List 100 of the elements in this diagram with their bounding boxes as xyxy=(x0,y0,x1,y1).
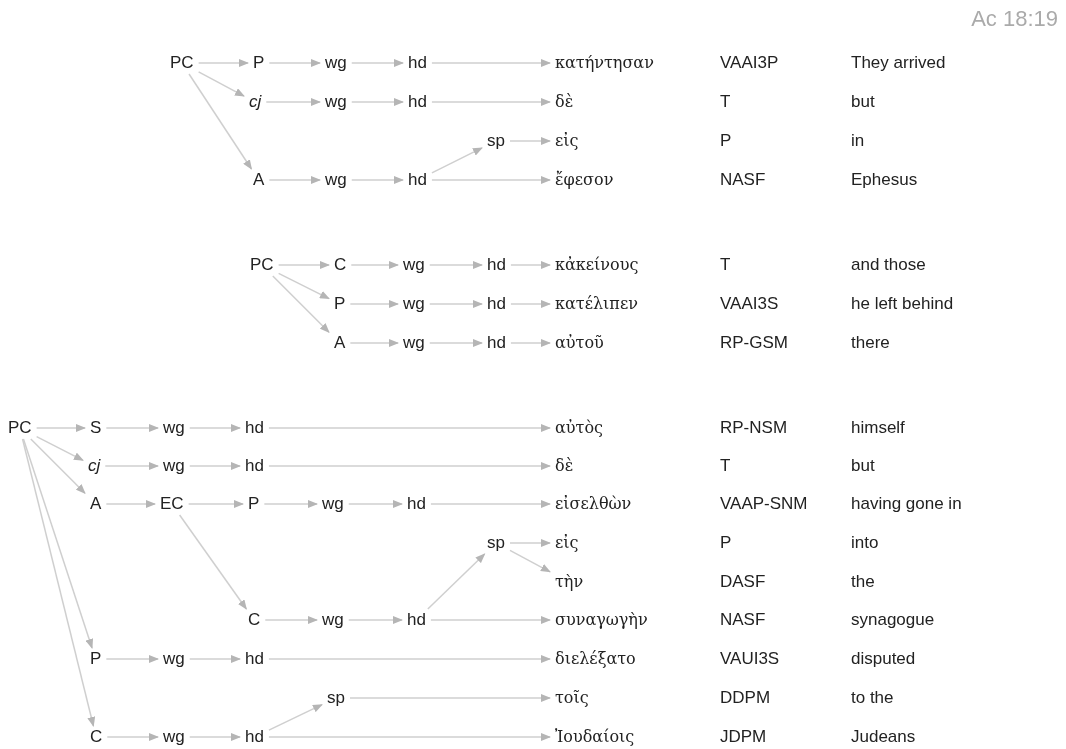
arrow xyxy=(431,98,551,106)
arrow xyxy=(264,616,318,624)
arrow xyxy=(104,462,159,470)
arrow xyxy=(197,59,249,67)
syntax-label: hd xyxy=(407,494,426,514)
gloss-text: into xyxy=(851,533,879,553)
morphology-tag: P xyxy=(720,131,732,151)
syntax-label: wg xyxy=(163,727,185,747)
arrow xyxy=(348,616,403,624)
syntax-label: hd xyxy=(408,170,427,190)
syntax-label: cj xyxy=(88,456,101,476)
arrow xyxy=(431,147,483,174)
arrow xyxy=(272,275,330,334)
greek-word: εἰς xyxy=(555,131,579,151)
syntax-label: cj xyxy=(249,92,262,112)
gloss-text: the xyxy=(851,572,875,592)
greek-word: διελέξατο xyxy=(555,649,636,669)
greek-word: αὐτοῦ xyxy=(555,333,604,353)
arrow xyxy=(189,733,241,741)
verse-reference: Ac 18:19 xyxy=(971,6,1058,32)
arrow xyxy=(268,176,321,184)
arrow xyxy=(189,462,241,470)
gloss-text: having gone in xyxy=(851,494,962,514)
arrow xyxy=(429,300,483,308)
syntax-label: hd xyxy=(245,727,264,747)
arrow xyxy=(268,703,323,731)
arrow xyxy=(178,514,248,610)
greek-word: συναγωγὴν xyxy=(555,610,648,630)
syntax-label: wg xyxy=(403,255,425,275)
arrow xyxy=(510,339,551,347)
arrow xyxy=(268,462,551,470)
arrow xyxy=(429,261,483,269)
arrow xyxy=(35,424,86,432)
arrow xyxy=(188,73,253,170)
arrow xyxy=(105,500,156,508)
gloss-text: synagogue xyxy=(851,610,935,630)
arrow xyxy=(351,59,404,67)
arrow xyxy=(350,261,399,269)
arrow xyxy=(349,339,399,347)
syntax-label: wg xyxy=(322,494,344,514)
arrow xyxy=(509,539,551,547)
morphology-tag: DASF xyxy=(720,572,766,592)
syntax-label: hd xyxy=(408,53,427,73)
arrow xyxy=(430,500,551,508)
greek-word: κατέλιπεν xyxy=(555,294,638,314)
gloss-text: to the xyxy=(851,688,894,708)
syntax-label: wg xyxy=(403,294,425,314)
syntax-label: C xyxy=(248,610,261,630)
morphology-tag: DDPM xyxy=(720,688,771,708)
gloss-text: but xyxy=(851,456,875,476)
gloss-text: but xyxy=(851,92,875,112)
arrow xyxy=(268,733,551,741)
morphology-tag: NASF xyxy=(720,170,766,190)
gloss-text: in xyxy=(851,131,865,151)
syntax-label: C xyxy=(90,727,103,747)
syntax-label: PC xyxy=(250,255,274,275)
morphology-tag: VAAI3P xyxy=(720,53,779,73)
syntax-label: P xyxy=(248,494,260,514)
arrow xyxy=(277,261,330,269)
greek-word: κἀκείνους xyxy=(555,255,639,275)
arrow xyxy=(431,176,551,184)
syntax-label: hd xyxy=(487,333,506,353)
syntax-label: P xyxy=(253,53,265,73)
arrow xyxy=(349,694,551,702)
syntax-label: S xyxy=(90,418,102,438)
arrow xyxy=(30,438,86,495)
arrow xyxy=(268,59,321,67)
arrow xyxy=(348,500,403,508)
greek-word: τοῖς xyxy=(555,688,589,708)
gloss-text: himself xyxy=(851,418,905,438)
morphology-tag: T xyxy=(720,456,731,476)
syntax-label: hd xyxy=(407,610,426,630)
gloss-text: Ephesus xyxy=(851,170,918,190)
arrow xyxy=(187,500,244,508)
arrow xyxy=(105,424,159,432)
arrow xyxy=(189,424,241,432)
syntax-label: hd xyxy=(487,255,506,275)
syntax-label: C xyxy=(334,255,347,275)
arrow xyxy=(265,98,321,106)
arrow xyxy=(197,71,245,97)
greek-word: εἰς xyxy=(555,533,579,553)
greek-word: αὐτὸς xyxy=(555,418,603,438)
greek-word: τὴν xyxy=(555,572,584,592)
syntax-label: PC xyxy=(170,53,194,73)
gloss-text: he left behind xyxy=(851,294,954,314)
greek-word: δὲ xyxy=(555,92,574,112)
syntax-label: wg xyxy=(325,53,347,73)
arrow xyxy=(427,553,486,610)
syntax-label: hd xyxy=(245,418,264,438)
syntax-label: P xyxy=(334,294,346,314)
greek-word: Ἰουδαίοις xyxy=(555,727,635,747)
morphology-tag: VAAI3S xyxy=(720,294,779,314)
syntax-label: hd xyxy=(245,649,264,669)
syntax-label: A xyxy=(334,333,346,353)
arrow xyxy=(21,438,96,727)
arrow xyxy=(510,300,551,308)
arrow xyxy=(277,272,330,300)
greek-word: ἔφεσον xyxy=(555,170,614,190)
syntax-label: wg xyxy=(163,418,185,438)
syntax-label: sp xyxy=(327,688,345,708)
